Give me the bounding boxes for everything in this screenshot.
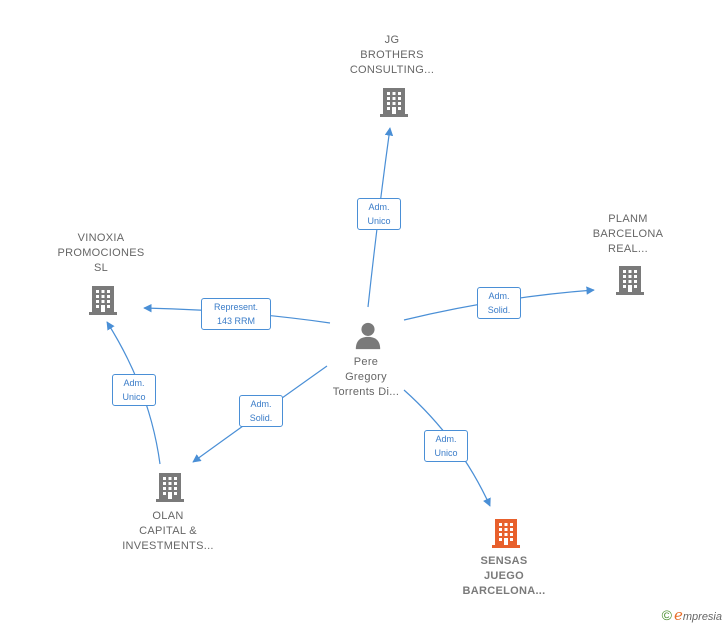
- edge-label-sensas[interactable]: Adm. Unico: [424, 430, 468, 462]
- node-label-vinoxia[interactable]: VINOXIA PROMOCIONES SL: [48, 231, 154, 276]
- edge-label-planm[interactable]: Adm. Solid.: [477, 287, 521, 319]
- vinoxia-building-icon[interactable]: [89, 286, 117, 315]
- node-label-line: CAPITAL &: [139, 525, 197, 537]
- node-label-olan[interactable]: OLAN CAPITAL & INVESTMENTS...: [112, 509, 224, 554]
- edge-label-line: Adm.: [488, 291, 510, 301]
- copyright-icon: ©: [661, 607, 672, 623]
- edge-label-olan-vinoxia[interactable]: Adm. Unico: [112, 374, 156, 406]
- node-label-sensas[interactable]: SENSAS JUEGO BARCELONA...: [448, 554, 560, 599]
- brand-name: mpresia: [682, 611, 722, 623]
- node-label-line: SENSAS: [480, 555, 528, 567]
- node-label-planm[interactable]: PLANM BARCELONA REAL...: [580, 212, 676, 257]
- node-label-line: VINOXIA: [77, 232, 125, 244]
- node-label-line: BROTHERS: [360, 49, 424, 61]
- edge-label-vinoxia[interactable]: Represent. 143 RRM: [201, 298, 271, 330]
- planm-building-icon[interactable]: [616, 266, 644, 295]
- node-label-line: Pere: [353, 356, 379, 368]
- jg-building-icon[interactable]: [380, 88, 408, 117]
- node-label-line: CONSULTING...: [349, 64, 435, 76]
- edge-label-line: Unico: [122, 392, 146, 402]
- node-label-line: JUEGO: [483, 570, 524, 582]
- sensas-building-icon[interactable]: [492, 519, 520, 548]
- node-label-line: BARCELONA...: [462, 585, 546, 597]
- copyright-brand[interactable]: ©empresia: [662, 606, 722, 624]
- edge-label-olan[interactable]: Adm. Solid.: [239, 395, 283, 427]
- node-label-line: BARCELONA: [592, 228, 664, 240]
- node-label-person[interactable]: Pere Gregory Torrents Di...: [318, 355, 414, 400]
- node-label-line: SL: [93, 262, 109, 274]
- edge-label-line: Adm.: [123, 378, 145, 388]
- node-label-jg[interactable]: JG BROTHERS CONSULTING...: [340, 33, 444, 78]
- edge-label-line: 143 RRM: [216, 316, 255, 326]
- node-label-line: PROMOCIONES: [57, 247, 145, 259]
- edge-label-line: Solid.: [487, 305, 511, 315]
- node-label-line: REAL...: [607, 243, 648, 255]
- edge-label-line: Adm.: [250, 399, 272, 409]
- node-label-line: Torrents Di...: [332, 386, 400, 398]
- node-label-line: OLAN: [152, 510, 184, 522]
- node-label-line: Gregory: [345, 371, 387, 383]
- edge-label-line: Adm.: [368, 202, 390, 212]
- node-label-line: JG: [384, 34, 400, 46]
- edge-label-line: Unico: [434, 448, 458, 458]
- edge-label-line: Adm.: [435, 434, 457, 444]
- brand-logo-initial: e: [673, 606, 683, 624]
- edge-label-line: Unico: [367, 216, 391, 226]
- olan-building-icon[interactable]: [156, 473, 184, 502]
- node-label-line: INVESTMENTS...: [122, 540, 214, 552]
- node-label-line: PLANM: [608, 213, 648, 225]
- edges: [106, 127, 595, 507]
- edge-label-jg[interactable]: Adm. Unico: [357, 198, 401, 230]
- edge-label-line: Represent.: [213, 302, 259, 312]
- edge-label-line: Solid.: [249, 413, 273, 423]
- person-icon[interactable]: [355, 322, 381, 350]
